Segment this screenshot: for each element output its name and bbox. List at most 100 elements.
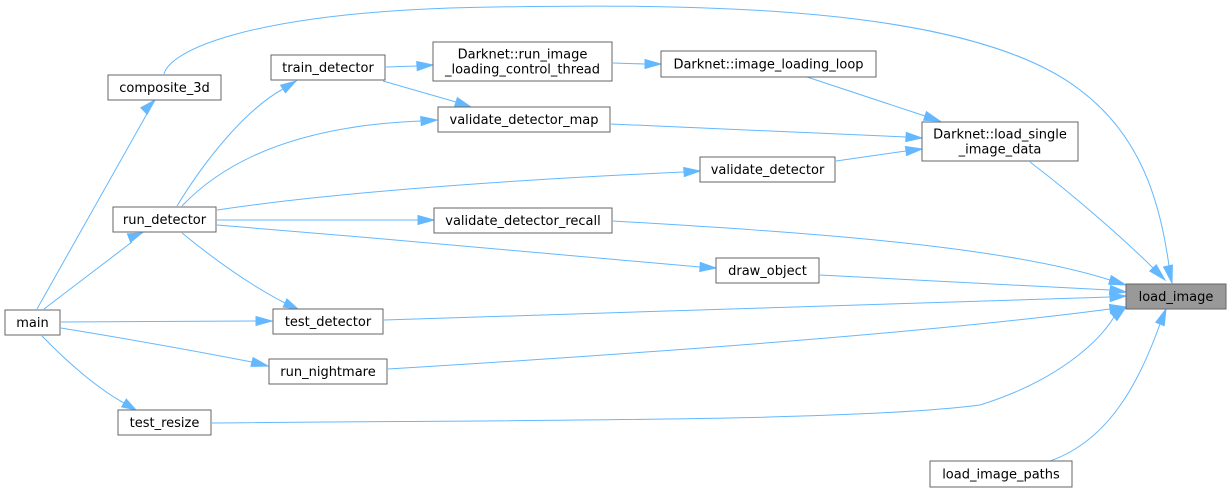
arrowhead-icon: [905, 131, 924, 143]
node-box: [432, 41, 613, 82]
node-composite-3d[interactable]: composite_3d: [107, 74, 222, 101]
edge-run-detector-to-draw-object: [216, 224, 718, 273]
arrowhead-icon: [1108, 284, 1128, 296]
node-label: train_detector: [282, 61, 374, 76]
node-load-image-paths[interactable]: load_image_paths: [929, 460, 1073, 488]
edge-train-detector-to-validate-detector-map: [382, 80, 473, 108]
nodes-layer: main composite_3d run_detector test_resize t…: [4, 41, 1227, 488]
node-box: [929, 460, 1073, 488]
node-label: composite_3d: [119, 81, 209, 96]
edge-line: [36, 111, 149, 310]
edge-run-detector-to-test-detector: [181, 232, 300, 310]
node-run-detector[interactable]: run_detector: [112, 206, 217, 233]
node-run-nightmare[interactable]: run_nightmare: [268, 358, 388, 385]
edge-line: [216, 224, 701, 268]
arrowhead-icon: [1155, 307, 1167, 327]
node-label: validate_detector_recall: [445, 214, 600, 229]
node-label: run_nightmare: [280, 365, 375, 380]
node-image-loading-loop[interactable]: Darknet::image_loading_loop: [660, 50, 877, 78]
node-box: [715, 257, 820, 284]
node-run-image-loading-control-thread[interactable]: Darknet::run_image_loading_control_threa…: [432, 41, 613, 82]
edge-line: [382, 80, 457, 103]
edge-line: [387, 308, 1111, 370]
node-draw-object[interactable]: draw_object: [715, 257, 820, 284]
edge-line: [1049, 323, 1161, 462]
node-box: [660, 50, 877, 78]
arrowhead-icon: [279, 80, 298, 94]
edge-main-to-test-resize: [41, 335, 138, 411]
edge-line: [181, 120, 422, 207]
edge-validate-detector-to-load-single-image-data: [835, 145, 924, 162]
node-box: [1125, 283, 1227, 310]
edge-run-detector-to-train-detector: [176, 80, 298, 207]
edge-load-single-image-data-to-load-image: [1029, 161, 1167, 282]
edge-draw-object-to-load-image: [819, 274, 1128, 296]
edge-run-image-loading-control-thread-to-image-loading-loop: [612, 58, 663, 70]
arrowhead-icon: [126, 232, 144, 244]
node-label: test_resize: [130, 416, 200, 431]
edge-line: [181, 232, 286, 304]
node-test-resize[interactable]: test_resize: [117, 409, 212, 436]
node-box: [117, 409, 212, 436]
edge-line: [383, 296, 1111, 321]
arrowhead-icon: [683, 166, 702, 178]
edge-line: [385, 65, 418, 68]
edge-main-to-run-detector: [43, 232, 144, 310]
node-label: Darknet::run_image: [458, 48, 588, 63]
node-test-detector[interactable]: test_detector: [272, 308, 384, 335]
node-load-single-image-data[interactable]: Darknet::load_single_image_data: [921, 121, 1079, 162]
node-label: validate_detector_map: [450, 113, 599, 128]
edge-line: [41, 335, 125, 404]
edges-layer: [36, 5, 1173, 462]
edge-line: [216, 171, 685, 211]
node-validate-detector-recall[interactable]: validate_detector_recall: [433, 207, 613, 234]
node-label: test_detector: [285, 315, 372, 330]
node-train-detector[interactable]: train_detector: [270, 54, 386, 81]
edge-line: [806, 76, 926, 117]
arrowhead-icon: [699, 261, 718, 273]
node-label: draw_object: [728, 264, 807, 279]
node-box: [270, 54, 386, 81]
node-box: [4, 309, 61, 336]
edge-load-image-paths-to-load-image: [1049, 307, 1167, 462]
arrowhead-icon: [1109, 291, 1128, 303]
edge-train-detector-to-run-image-loading-control-thread: [385, 60, 435, 72]
edge-line: [211, 316, 1115, 424]
node-label: main: [16, 316, 48, 331]
edge-image-loading-loop-to-load-single-image-data: [806, 76, 942, 122]
node-main[interactable]: main: [4, 309, 61, 336]
arrowhead-icon: [416, 60, 435, 72]
edge-validate-detector-map-to-load-single-image-data: [610, 123, 924, 143]
node-validate-detector-map[interactable]: validate_detector_map: [437, 106, 611, 133]
arrowhead-icon: [120, 398, 138, 411]
arrowhead-icon: [922, 110, 942, 122]
edge-test-resize-to-load-image: [211, 305, 1128, 424]
node-label: Darknet::image_loading_loop: [673, 58, 863, 73]
node-validate-detector[interactable]: validate_detector: [699, 156, 836, 183]
node-box: [921, 121, 1079, 162]
arrowhead-icon: [453, 96, 473, 108]
edge-run-detector-to-validate-detector: [216, 166, 702, 211]
arrowhead-icon: [1108, 274, 1128, 286]
edge-main-to-run-nightmare: [60, 327, 270, 367]
arrowhead-icon: [1110, 305, 1128, 322]
edge-line: [176, 88, 284, 207]
node-label: _image_data: [958, 143, 1042, 158]
edge-line: [610, 123, 907, 138]
node-box: [268, 358, 388, 385]
node-load-image: load_image: [1125, 283, 1227, 310]
edge-line: [835, 150, 907, 162]
arrowhead-icon: [1162, 264, 1173, 285]
node-box: [699, 156, 836, 183]
arrowhead-icon: [139, 98, 157, 116]
edge-line: [163, 5, 1170, 267]
edge-line: [612, 62, 646, 65]
node-label: run_detector: [123, 213, 207, 228]
node-box: [272, 308, 384, 335]
arrowhead-icon: [282, 298, 300, 310]
arrowhead-icon: [644, 58, 663, 70]
node-label: validate_detector: [711, 163, 825, 178]
node-box: [433, 207, 613, 234]
edge-line: [612, 220, 1111, 281]
edge-main-to-composite-3d: [36, 98, 157, 310]
